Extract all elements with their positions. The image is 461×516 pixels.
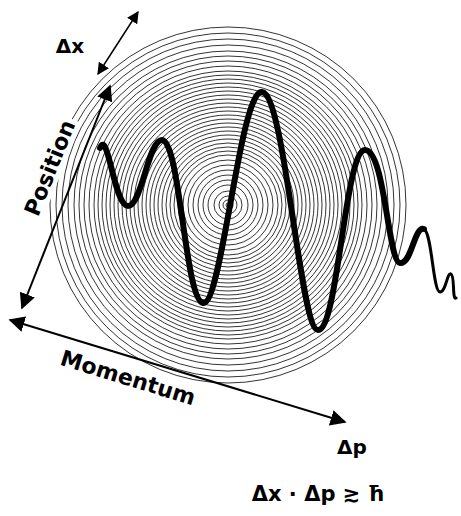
uncertainty-formula: Δx · Δp ≳ ħ: [249, 482, 388, 506]
delta-p-label: Δp: [334, 436, 370, 459]
momentum-arrow: [10, 320, 345, 422]
wave-tail: [424, 229, 456, 298]
delta-x-arrow: [98, 12, 138, 74]
axis-label: Momentum: [55, 345, 202, 412]
delta-x-label: Δx: [53, 35, 87, 58]
wave-packet: [100, 92, 424, 330]
